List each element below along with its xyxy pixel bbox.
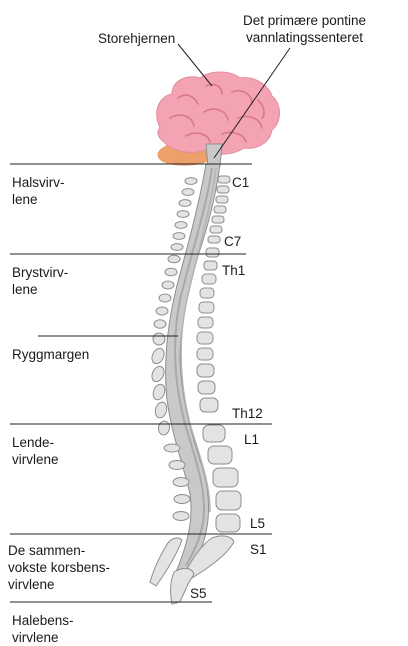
region-label-sacral: De sammen- vokste korsbens- virvlene — [8, 542, 110, 593]
brain-label: Storehjernen — [98, 30, 175, 47]
spinal-cord-label: Ryggmargen — [12, 346, 89, 363]
vertebra-label-l1: L1 — [244, 432, 259, 448]
vertebra-label-c1: C1 — [232, 175, 249, 191]
pontine-center-label: Det primære pontine vannlatingssenteret — [243, 12, 366, 46]
region-label-lumbar: Lende- virvlene — [12, 434, 59, 468]
region-label-coccygeal: Halebens- virvlene — [12, 612, 74, 646]
region-label-cervical: Halsvirv- lene — [12, 174, 65, 208]
region-label-thoracic: Brystvirv- lene — [12, 264, 68, 298]
region-divider-lines — [10, 164, 272, 602]
vertebra-label-s5: S5 — [190, 586, 207, 602]
vertebra-label-c7: C7 — [224, 234, 241, 250]
vertebra-label-th12: Th12 — [232, 406, 263, 422]
vertebra-label-s1: S1 — [250, 542, 267, 558]
vertebra-label-th1: Th1 — [222, 263, 245, 279]
brain — [157, 72, 280, 154]
vertebra-label-l5: L5 — [250, 516, 265, 532]
